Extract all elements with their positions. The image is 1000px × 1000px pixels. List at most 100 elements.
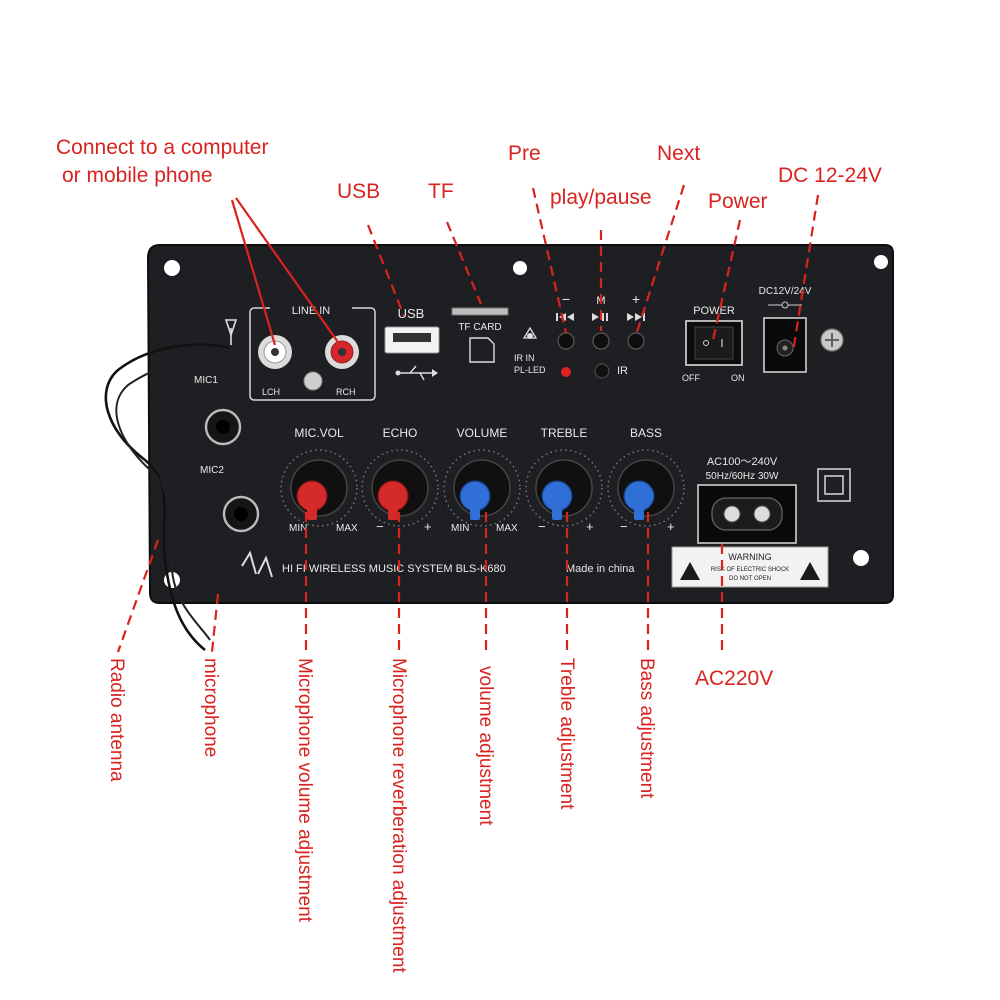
- rca-left-jack[interactable]: [258, 335, 292, 369]
- power-switch-label: POWER: [693, 305, 735, 317]
- leader-line: [116, 539, 160, 653]
- mount-hole: [513, 261, 527, 275]
- knob-max-volume: MAX: [496, 523, 518, 534]
- volume-knob[interactable]: [443, 449, 521, 527]
- warning-label: WARNING RISK OF ELECTRIC SHOCK DO NOT OP…: [671, 546, 829, 588]
- ac-power-socket[interactable]: [697, 484, 797, 544]
- leader-line: [366, 224, 406, 317]
- model-name: HI FI WIRELESS MUSIC SYSTEM BLS-K680: [282, 563, 506, 575]
- knob-max-bass: +: [667, 519, 675, 534]
- callout-usb: USB: [337, 180, 380, 203]
- echo-knob[interactable]: [361, 449, 439, 527]
- mount-hole: [874, 255, 888, 269]
- callout-play-pause: play/pause: [550, 186, 652, 209]
- sd-card-icon: [469, 337, 495, 363]
- warning-line1: RISK OF ELECTRIC SHOCK: [711, 567, 789, 573]
- callout-mic-reverb: Microphone reverberation adjustment: [388, 658, 409, 973]
- pl-led-label: PL-LED: [514, 365, 546, 375]
- rch-label: RCH: [336, 387, 356, 397]
- knob-min-mic-vol: MIN: [289, 523, 307, 534]
- ac-spec-line1: AC100～240V: [707, 456, 778, 468]
- pre-button[interactable]: [557, 332, 575, 350]
- usb-symbol-icon: [395, 365, 438, 381]
- line-in-label-bg: [270, 303, 352, 315]
- antenna-wire: [104, 343, 236, 652]
- ir-receiver-icon: [522, 326, 538, 339]
- lch-label: LCH: [262, 387, 280, 397]
- knob-label-mic-vol: MIC.VOL: [294, 426, 344, 440]
- mount-hole: [164, 260, 180, 276]
- next-button[interactable]: [627, 332, 645, 350]
- tf-card-label: TF CARD: [458, 322, 501, 333]
- rca-right-jack[interactable]: [325, 335, 359, 369]
- callout-connect-line2: or mobile phone: [62, 164, 213, 187]
- power-off-label: OFF: [682, 373, 700, 383]
- treble-knob[interactable]: [525, 449, 603, 527]
- double-insulation-icon: [817, 468, 851, 502]
- ground-screw: [820, 328, 844, 352]
- warning-title: WARNING: [728, 552, 771, 562]
- music-note-logo-icon: [241, 550, 273, 578]
- antenna-symbol-icon: [224, 319, 238, 345]
- ir-in-label: IR IN: [514, 353, 535, 363]
- warning-triangle-icon: [680, 562, 700, 580]
- dc-spec-label: DC12V/24V: [759, 286, 812, 297]
- leader-line: [230, 199, 277, 346]
- ir-sensor: [594, 363, 610, 379]
- knob-max-echo: +: [424, 519, 432, 534]
- leader-line: [531, 187, 568, 334]
- line-in-screw: [303, 371, 323, 391]
- knob-label-treble: TREBLE: [541, 426, 588, 440]
- callout-tf: TF: [428, 180, 454, 203]
- knob-min-echo: −: [376, 519, 384, 534]
- tf-card-slot[interactable]: [451, 307, 509, 316]
- usb-port[interactable]: [384, 326, 440, 354]
- line-in-label: LINE IN: [292, 305, 331, 317]
- leader-line: [711, 219, 742, 341]
- callout-microphone: microphone: [200, 658, 221, 757]
- leader-lines: [116, 184, 820, 655]
- callout-connect: Connect to a computer: [56, 136, 268, 159]
- next-track-icon: [627, 313, 645, 321]
- knob-max-mic-vol: MAX: [336, 523, 358, 534]
- play-pause-button[interactable]: [592, 332, 610, 350]
- pre-button-sign: −: [562, 291, 570, 307]
- bass-knob[interactable]: [607, 449, 685, 527]
- knob-max-treble: +: [586, 519, 594, 534]
- next-button-sign: +: [632, 291, 640, 307]
- callout-next: Next: [657, 142, 700, 165]
- leader-line: [635, 184, 686, 333]
- power-led: [561, 367, 571, 377]
- usb-panel-label: USB: [398, 306, 425, 321]
- shock-triangle-icon: [800, 562, 820, 580]
- callout-radio-antenna: Radio antenna: [106, 658, 127, 782]
- mic-volume-knob[interactable]: [280, 449, 358, 527]
- mic2-jack[interactable]: [222, 495, 260, 533]
- play-pause-icon: [592, 313, 608, 321]
- mic1-jack[interactable]: [204, 408, 242, 446]
- mic1-label: MIC1: [194, 375, 218, 386]
- amplifier-panel: LINE IN LCH RCH USB TF CARD: [146, 244, 894, 604]
- ir-label: IR: [617, 365, 628, 377]
- knob-min-volume: MIN: [451, 523, 469, 534]
- knob-min-treble: −: [538, 519, 546, 534]
- callout-pre: Pre: [508, 142, 541, 165]
- leader-line: [235, 197, 341, 346]
- knob-label-volume: VOLUME: [457, 426, 508, 440]
- callout-power: Power: [708, 190, 768, 213]
- mount-hole: [853, 550, 869, 566]
- dc-power-jack[interactable]: [763, 317, 807, 373]
- knob-label-echo: ECHO: [383, 426, 418, 440]
- knob-label-bass: BASS: [630, 426, 662, 440]
- callout-mic-volume: Microphone volume adjustment: [294, 658, 315, 923]
- leader-line: [445, 221, 483, 305]
- made-in-label: Made in china: [566, 563, 635, 575]
- ac-spec-line2: 50Hz/60Hz 30W: [706, 471, 779, 482]
- callout-volume: volume adjustment: [475, 666, 496, 826]
- knob-min-bass: −: [620, 519, 628, 534]
- mic2-label: MIC2: [200, 465, 224, 476]
- power-on-label: ON: [731, 373, 745, 383]
- power-switch[interactable]: [685, 320, 743, 366]
